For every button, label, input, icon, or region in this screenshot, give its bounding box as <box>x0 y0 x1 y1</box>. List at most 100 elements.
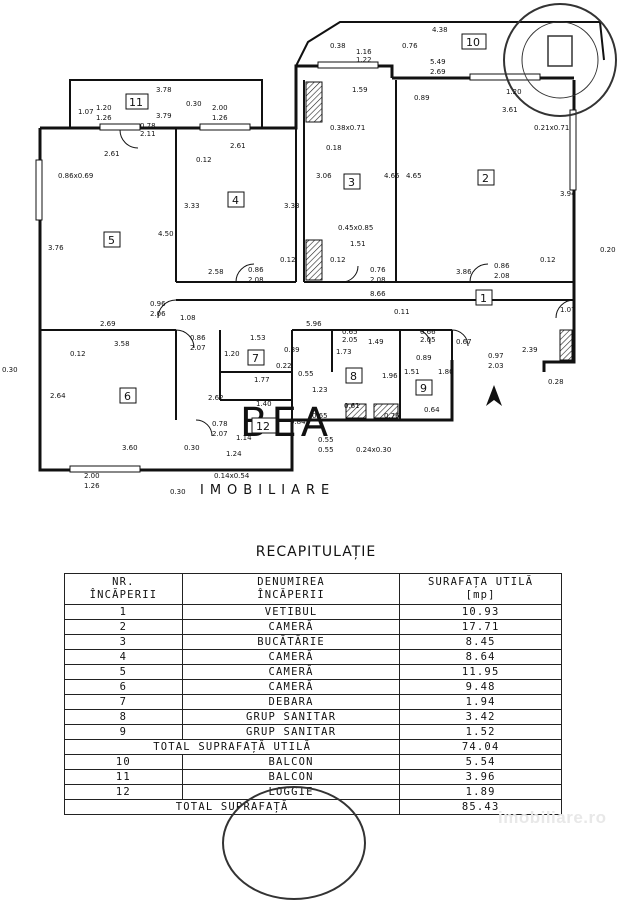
dim-label: 4.65 <box>406 172 422 180</box>
dim-label: 0.30 <box>186 100 202 108</box>
shaft-kitchen-bottom <box>305 239 323 281</box>
dim-label: 1.26 <box>96 114 112 122</box>
dim-label: 1.40 <box>256 400 272 408</box>
dim-label: 0.76 <box>402 42 418 50</box>
total-util-value: 74.04 <box>399 739 562 755</box>
dim-label: 2.69 <box>430 68 446 76</box>
dim-label: 1.26 <box>84 482 100 490</box>
cell-den: CAMERĂ <box>181 679 401 695</box>
dim-label: 0.66 <box>420 328 436 336</box>
cell-nr: 10 <box>64 754 183 770</box>
dim-label: 2.39 <box>522 346 538 354</box>
room-label-9: 9 <box>420 382 427 395</box>
dim-label: 1.14 <box>236 434 252 442</box>
cell-den: BUCĂTĂRIE <box>181 634 401 650</box>
total-value: 85.43 <box>399 799 562 815</box>
dim-label: 4.50 <box>158 230 174 238</box>
dim-label: 1.07 <box>78 108 94 116</box>
room-label-7: 7 <box>252 352 259 365</box>
dim-label: 2.61 <box>230 142 246 150</box>
cell-nr: 5 <box>64 664 183 680</box>
dim-label: 0.30 <box>184 444 200 452</box>
dim-label: 0.55 <box>318 446 334 454</box>
cell-sup: 1.94 <box>399 694 562 710</box>
cell-sup: 1.52 <box>399 724 562 740</box>
shaft-bath-2 <box>373 403 399 419</box>
room-label-11: 11 <box>129 96 143 109</box>
dim-label: 1.26 <box>212 114 228 122</box>
cell-nr: 7 <box>64 694 183 710</box>
dim-label: 0.64 <box>424 406 440 414</box>
dim-label: 0.61 <box>344 402 360 410</box>
room-label-5: 5 <box>108 234 115 247</box>
dim-label: 0.84 <box>290 418 306 426</box>
dim-label: 1.16 <box>356 48 372 56</box>
room-label-4: 4 <box>232 194 239 207</box>
cell-den: BALCON <box>181 769 401 785</box>
dim-label: 2.06 <box>150 310 166 318</box>
dim-label: 0.30 <box>170 488 186 496</box>
dim-label: 3.58 <box>114 340 130 348</box>
dim-label: 0.38 <box>330 42 346 50</box>
dim-label: 1.80 <box>438 368 454 376</box>
dim-label: 1.49 <box>368 338 384 346</box>
dim-label: 2.62 <box>208 394 224 402</box>
cell-sup: 8.45 <box>399 634 562 650</box>
dim-label: 5.96 <box>306 320 322 328</box>
dim-label: 0.12 <box>540 256 556 264</box>
dim-label: 2.03 <box>488 362 504 370</box>
watermark-subtext: IMOBILIARE <box>200 483 335 498</box>
dim-label: 0.67 <box>456 338 472 346</box>
total-util-label: TOTAL SUPRAFAȚĂ UTILĂ <box>63 739 401 755</box>
dim-label: 0.55 <box>318 436 334 444</box>
dim-label: 1.08 <box>180 314 196 322</box>
dim-label: 0.12 <box>330 256 346 264</box>
dim-label: 1.73 <box>336 348 352 356</box>
dim-label: 2.11 <box>140 130 156 138</box>
shaft-hall <box>559 329 573 361</box>
stamp-cadastru-icon <box>503 3 617 117</box>
cell-den: GRUP SANITAR <box>181 709 401 725</box>
dim-label: 1.59 <box>352 86 368 94</box>
cell-nr: 1 <box>64 604 183 620</box>
cell-nr: 3 <box>64 634 183 650</box>
dim-label: 0.30 <box>2 366 18 374</box>
cell-nr: 9 <box>64 724 183 740</box>
dim-label: 3.33 <box>184 202 200 210</box>
dim-label: 0.76 <box>370 266 386 274</box>
room-label-12: 12 <box>256 420 270 433</box>
dim-label: 0.86x0.69 <box>58 172 93 180</box>
cell-den: GRUP SANITAR <box>181 724 401 740</box>
shaft-kitchen-top <box>305 81 323 123</box>
cell-sup: 9.48 <box>399 679 562 695</box>
cell-sup: 17.71 <box>399 619 562 635</box>
dim-label: 0.86 <box>248 266 264 274</box>
dim-label: 2.58 <box>208 268 224 276</box>
cell-den: CAMERĂ <box>181 664 401 680</box>
dim-label: 8.66 <box>370 290 386 298</box>
dim-label: 0.78 <box>212 420 228 428</box>
dim-label: 0.14x0.54 <box>214 472 250 480</box>
dim-label: 0.38x0.71 <box>330 124 365 132</box>
dim-label: 0.21x0.71 <box>534 124 569 132</box>
dim-label: 0.65 <box>312 412 328 420</box>
door-swings <box>119 129 575 437</box>
dim-label: 4.65 <box>384 172 400 180</box>
dim-label: 3.76 <box>48 244 64 252</box>
dim-label: 1.51 <box>404 368 420 376</box>
dim-label: 1.20 <box>96 104 112 112</box>
dim-label: 0.22 <box>276 362 292 370</box>
dim-label: 0.12 <box>280 256 296 264</box>
table-header-row: NR. ÎNCĂPERII DENUMIREA ÎNCĂPERII SURAFA… <box>64 573 562 605</box>
dim-label: 1.96 <box>382 372 398 380</box>
dim-label: 1.53 <box>250 334 266 342</box>
dim-label: 0.20 <box>600 246 616 254</box>
dim-label: 1.51 <box>350 240 366 248</box>
